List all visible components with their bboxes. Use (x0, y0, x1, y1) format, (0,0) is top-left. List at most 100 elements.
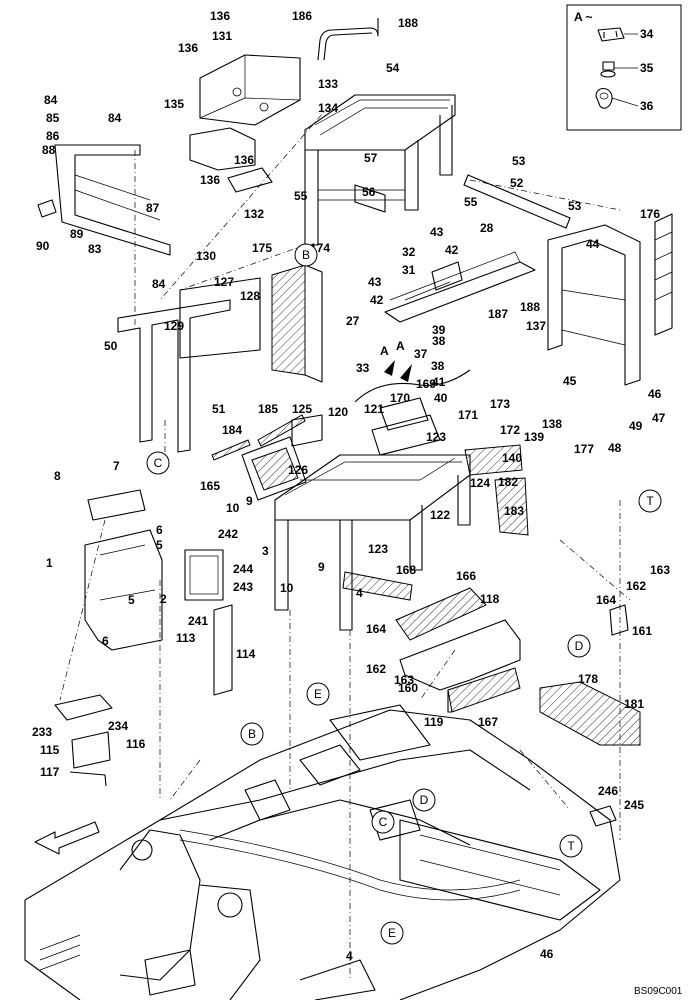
part-label: 10 (226, 501, 240, 515)
part-label: 188 (520, 300, 540, 314)
part-label: 175 (252, 241, 272, 255)
part-label: 246 (598, 784, 618, 798)
cable-33 (354, 369, 471, 403)
part-label: 178 (578, 672, 598, 686)
callout-d: D (412, 788, 436, 812)
part-label: 31 (402, 263, 416, 277)
callout-b: B (294, 243, 318, 267)
part-label: 162 (366, 662, 386, 676)
part-label: 244 (233, 562, 253, 576)
detail-a-inset: A ~ 34 35 36 (566, 4, 682, 131)
part-label: 6 (156, 523, 163, 537)
part-label: 86 (46, 129, 60, 143)
callout-letter: C (154, 456, 163, 470)
part-label: 4 (346, 949, 353, 963)
stay-52 (463, 174, 571, 229)
part-label: 164 (366, 622, 386, 636)
part-label: 46 (648, 387, 662, 401)
part-label: 173 (490, 397, 510, 411)
arm-83 (37, 144, 171, 256)
part-label: 55 (464, 195, 478, 209)
part-label: 245 (624, 798, 644, 812)
cover-165 (241, 414, 323, 501)
part-label: 177 (574, 442, 594, 456)
part-label: 55 (294, 189, 308, 203)
parts-drawing: A A (24, 18, 673, 1000)
view-arrow-label-1: A (380, 344, 389, 358)
part-label: 56 (362, 185, 376, 199)
bracket-161 (609, 604, 629, 636)
hand-rail (317, 18, 379, 61)
detail-label-2: 36 (640, 99, 654, 113)
part-label: 136 (234, 153, 254, 167)
part-label: 169 (416, 377, 436, 391)
pad-178 (539, 681, 641, 746)
part-label: 126 (288, 463, 308, 477)
part-label: 176 (640, 207, 660, 221)
part-label: 50 (104, 339, 118, 353)
part-label: 49 (629, 419, 643, 433)
part-label: 48 (608, 441, 622, 455)
part-label: 136 (210, 9, 230, 23)
part-label: 168 (396, 563, 416, 577)
part-label: 182 (498, 475, 518, 489)
panel-241 (184, 549, 233, 696)
part-label: 133 (318, 77, 338, 91)
part-label: 136 (178, 41, 198, 55)
part-label: 53 (512, 154, 526, 168)
panel-127 (179, 277, 261, 359)
part-label: 183 (504, 504, 524, 518)
part-label: 171 (458, 408, 478, 422)
callout-c: C (371, 810, 395, 834)
part-label: 84 (108, 111, 122, 125)
part-label: 115 (40, 743, 60, 757)
part-label: 121 (364, 402, 384, 416)
part-label: 140 (502, 451, 522, 465)
callout-b: B (240, 722, 264, 746)
part-label: 188 (398, 16, 418, 30)
part-label: 37 (414, 347, 428, 361)
detail-a-title: A ~ (574, 10, 593, 24)
callout-letter: E (388, 926, 396, 940)
part-label: 5 (156, 538, 163, 552)
callout-letter: T (567, 839, 575, 853)
part-label: 137 (526, 319, 546, 333)
part-label: 185 (258, 402, 278, 416)
plate-118 (399, 619, 521, 691)
part-label: 42 (445, 243, 459, 257)
part-label: 83 (88, 242, 102, 256)
part-label: 120 (328, 405, 348, 419)
part-label: 134 (318, 101, 338, 115)
part-label: 138 (542, 417, 562, 431)
pad-175 (271, 264, 323, 383)
drawing-code: BS09C001 (634, 986, 683, 997)
part-label: 8 (54, 469, 61, 483)
plate-187 (384, 251, 536, 323)
callout-letter: C (379, 815, 388, 829)
callout-t: T (638, 489, 662, 513)
part-label: 234 (108, 719, 128, 733)
part-label: 33 (356, 361, 370, 375)
part-label: 32 (402, 245, 416, 259)
frame-54 (304, 94, 456, 246)
view-arrow-a: A A (380, 339, 412, 382)
part-label: 118 (480, 592, 500, 606)
clip-part (597, 27, 625, 42)
part-label: 184 (222, 423, 242, 437)
callout-letter: D (575, 639, 584, 653)
part-label: 46 (540, 947, 554, 961)
part-label: 45 (563, 374, 577, 388)
part-label: 136 (200, 173, 220, 187)
part-label: 10 (280, 581, 294, 595)
callout-letter: B (302, 248, 310, 262)
part-label: 43 (430, 225, 444, 239)
part-label: 2 (160, 592, 167, 606)
part-label: 40 (434, 391, 448, 405)
part-label: 41 (432, 375, 446, 389)
part-label: 39 (432, 323, 446, 337)
part-label: 170 (390, 391, 410, 405)
cover-245 (589, 805, 617, 827)
part-label: 90 (36, 239, 50, 253)
callout-letter: B (248, 727, 256, 741)
